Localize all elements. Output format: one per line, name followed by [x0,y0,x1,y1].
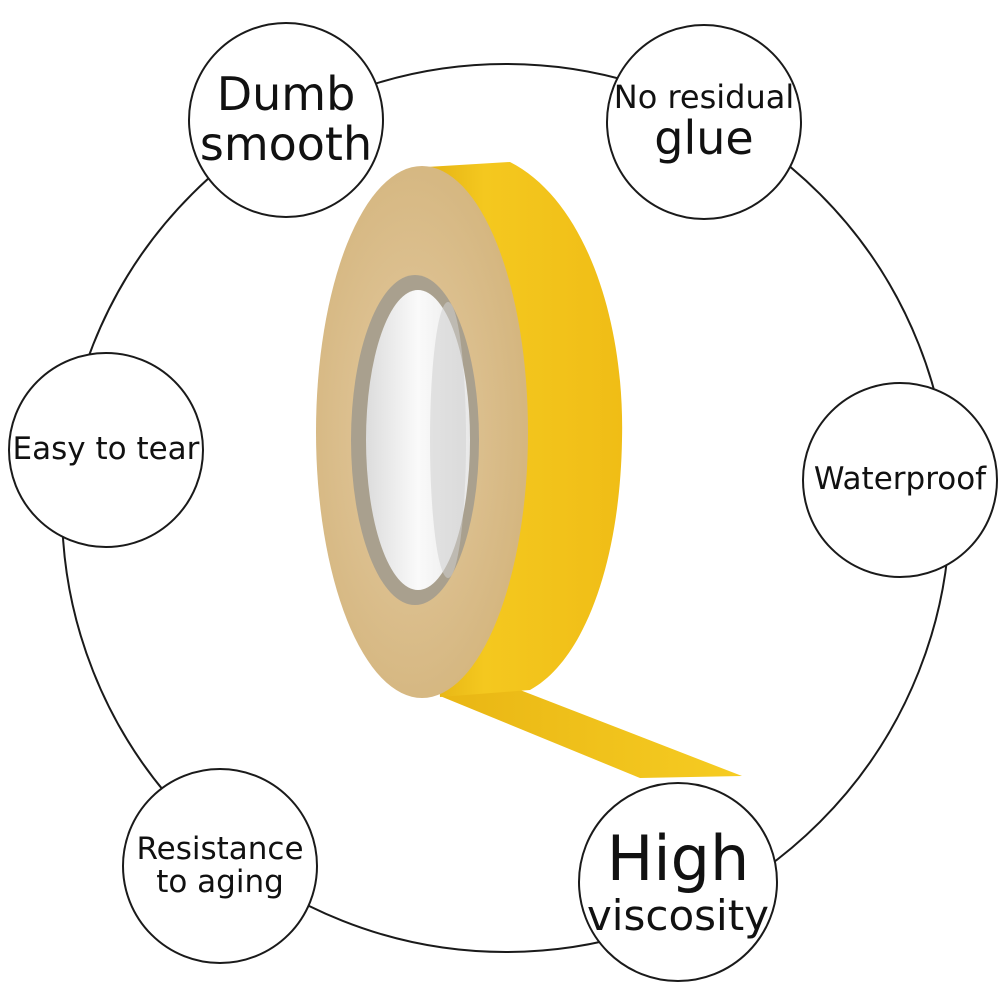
feature-no-residual-glue-line2: glue [654,111,754,166]
feature-easy-to-tear-label: Easy to tear [12,431,200,468]
feature-dumb-smooth-line2: smooth [199,117,373,171]
feature-dumb-smooth: Dumb smooth [188,22,384,218]
feature-no-residual-glue-line1: No residual [613,77,795,116]
tape-roll-core-shadow [430,302,466,578]
feature-easy-to-tear: Easy to tear [8,352,204,548]
feature-high-viscosity-line2: viscosity [586,890,770,940]
feature-resistance-to-aging: Resistance to aging [122,768,318,964]
tape-strip [440,690,742,778]
feature-high-viscosity: High viscosity [578,782,778,982]
feature-high-viscosity-line1: High [606,821,750,895]
feature-resistance-to-aging-line1: Resistance [136,830,304,867]
feature-resistance-to-aging-line2: to aging [156,864,284,900]
feature-dumb-smooth-line1: Dumb [216,67,356,122]
feature-waterproof: Waterproof [802,382,998,578]
feature-no-residual-glue: No residual glue [606,24,802,220]
feature-waterproof-label: Waterproof [813,461,987,498]
